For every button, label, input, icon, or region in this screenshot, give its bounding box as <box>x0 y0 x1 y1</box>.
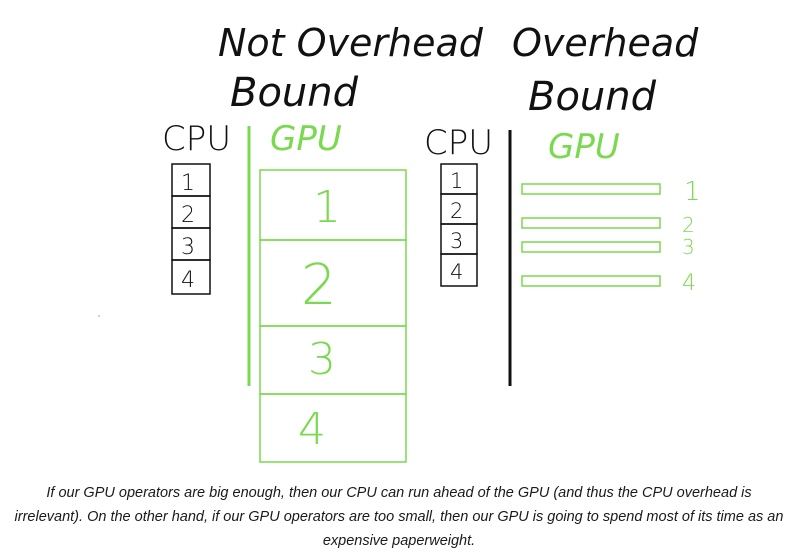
figure-caption: If our GPU operators are big enough, the… <box>14 485 784 549</box>
right-cpu-stack: 1 2 3 4 <box>440 163 478 287</box>
gpu-block-label: 4 <box>298 404 326 455</box>
gpu-bar-label: 4 <box>682 271 696 296</box>
gpu-bar <box>521 217 661 229</box>
right-gpu-label: GPU <box>548 127 620 167</box>
cpu-block <box>440 253 478 287</box>
cpu-block-label: 2 <box>450 199 463 223</box>
gpu-block-label: 2 <box>301 253 337 318</box>
gpu-block-label: 1 <box>313 182 341 233</box>
right-cpu-label: CPU <box>424 123 493 163</box>
gpu-bar-label: 1 <box>684 177 701 207</box>
cpu-block-label: 1 <box>450 169 463 193</box>
diagram-svg: Not Overhead Bound CPU GPU 1 2 3 4 1 2 3… <box>98 21 701 463</box>
gpu-bar-label: 2 <box>682 213 695 237</box>
gpu-bar <box>521 241 661 253</box>
left-cpu-stack: 1 2 3 4 <box>171 163 211 295</box>
cpu-block-label: 3 <box>181 235 195 260</box>
stray-dot <box>98 315 100 317</box>
gpu-bar-label: 3 <box>682 235 695 259</box>
gpu-bar <box>521 275 661 287</box>
right-gpu-stack: 1 2 3 4 <box>521 177 701 296</box>
cpu-block <box>171 259 211 295</box>
diagram: Not Overhead Bound CPU GPU 1 2 3 4 1 2 3… <box>98 21 701 463</box>
right-title-line1: Overhead <box>512 21 699 65</box>
gpu-bar <box>521 183 661 195</box>
left-title-line1: Not Overhead <box>218 21 484 65</box>
cpu-block-label: 1 <box>181 171 195 196</box>
gpu-block-label: 3 <box>308 334 336 385</box>
left-cpu-label: CPU <box>162 119 231 159</box>
left-gpu-label: GPU <box>270 119 342 159</box>
cpu-block-label: 4 <box>181 268 195 293</box>
cpu-block-label: 2 <box>181 203 195 228</box>
cpu-block-label: 4 <box>450 260 463 284</box>
left-title-line2: Bound <box>230 70 359 116</box>
left-gpu-stack: 1 2 3 4 <box>259 169 407 463</box>
cpu-block-label: 3 <box>450 229 463 253</box>
gpu-block <box>259 393 407 463</box>
right-title-line2: Bound <box>528 74 657 120</box>
